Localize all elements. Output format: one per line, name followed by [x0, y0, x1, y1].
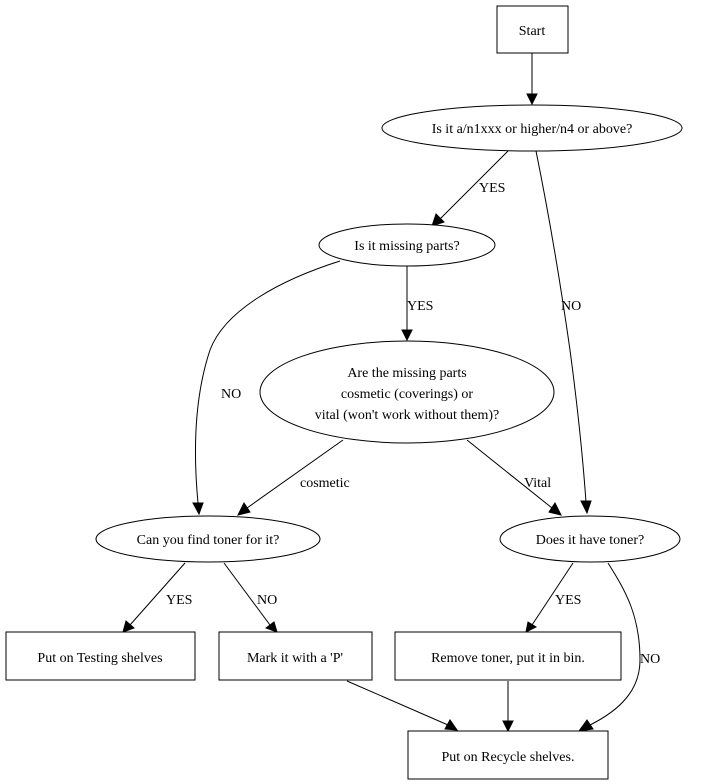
node-q-missing: Is it missing parts?: [318, 223, 496, 267]
node-remove-toner-label: Remove toner, put it in bin.: [431, 651, 585, 666]
arrowhead-icon: [264, 621, 278, 633]
edge-label-no: NO: [221, 387, 241, 402]
node-q-find-toner-label: Can you find toner for it?: [137, 533, 280, 548]
node-q-parts-type-line3: vital (won't work without them)?: [315, 408, 500, 423]
arrowhead-icon: [580, 500, 592, 515]
edge-q-parts-type-to-q-has-toner: Vital: [466, 439, 562, 516]
edge-q-model-to-q-has-toner: NO: [535, 150, 592, 515]
edge-q-missing-to-q-find-toner: NO: [192, 260, 341, 516]
node-recycle-label: Put on Recycle shelves.: [442, 750, 575, 765]
node-testing-label: Put on Testing shelves: [37, 651, 162, 666]
arrowhead-icon: [431, 213, 445, 227]
edge-mark-p-to-recycle: [346, 680, 459, 731]
edge-label-yes: YES: [479, 181, 505, 196]
arrowhead-icon: [401, 329, 413, 342]
node-testing: Put on Testing shelves: [5, 631, 196, 681]
edge-label-no: NO: [257, 593, 277, 608]
arrowhead-icon: [122, 620, 135, 633]
edge-label-cosmetic: cosmetic: [300, 476, 350, 491]
edge-q-has-toner-to-remove-toner: YES: [525, 562, 581, 633]
node-remove-toner: Remove toner, put it in bin.: [394, 631, 622, 681]
arrowhead-icon: [444, 719, 459, 731]
node-start: Start: [496, 5, 569, 54]
edge-label-vital: Vital: [524, 476, 551, 491]
edge-q-find-toner-to-testing: YES: [122, 562, 192, 633]
edge-q-find-toner-to-mark-p: NO: [223, 562, 278, 633]
edge-q-parts-type-to-q-find-toner: cosmetic: [237, 439, 350, 516]
edge-q-has-toner-to-recycle: NO: [577, 562, 660, 732]
node-start-label: Start: [519, 24, 546, 39]
arrowhead-icon: [526, 93, 538, 106]
node-q-parts-type-line1: Are the missing parts: [347, 366, 466, 381]
node-mark-p-label: Mark it with a 'P': [247, 651, 343, 666]
arrowhead-icon: [548, 502, 562, 516]
edge-q-missing-to-q-parts-type: YES: [401, 266, 433, 342]
node-q-parts-type: Are the missing parts cosmetic (covering…: [259, 340, 555, 444]
edge-q-model-to-q-missing: YES: [431, 150, 509, 227]
edge-label-yes: YES: [166, 593, 192, 608]
node-q-has-toner-label: Does it have toner?: [536, 533, 644, 548]
node-mark-p: Mark it with a 'P': [218, 631, 373, 681]
node-q-missing-label: Is it missing parts?: [354, 239, 459, 254]
arrowhead-icon: [237, 502, 251, 516]
node-q-find-toner: Can you find toner for it?: [95, 515, 321, 563]
edge-label-yes: YES: [407, 299, 433, 314]
arrowhead-icon: [192, 502, 204, 516]
node-q-model-label: Is it a/n1xxx or higher/n4 or above?: [432, 122, 633, 137]
edge-label-no: NO: [640, 652, 660, 667]
arrowhead-icon: [525, 621, 538, 633]
arrowhead-icon: [577, 719, 594, 732]
edge-label-no: NO: [561, 299, 581, 314]
node-q-parts-type-line2: cosmetic (coverings) or: [341, 387, 474, 402]
node-q-model: Is it a/n1xxx or higher/n4 or above?: [381, 104, 683, 152]
edge-label-yes: YES: [555, 593, 581, 608]
arrowhead-icon: [502, 720, 514, 733]
edge-start-to-q-model: [526, 53, 538, 106]
node-recycle: Put on Recycle shelves.: [407, 730, 609, 780]
edge-remove-toner-to-recycle: [502, 681, 514, 733]
node-q-has-toner: Does it have toner?: [499, 515, 681, 563]
